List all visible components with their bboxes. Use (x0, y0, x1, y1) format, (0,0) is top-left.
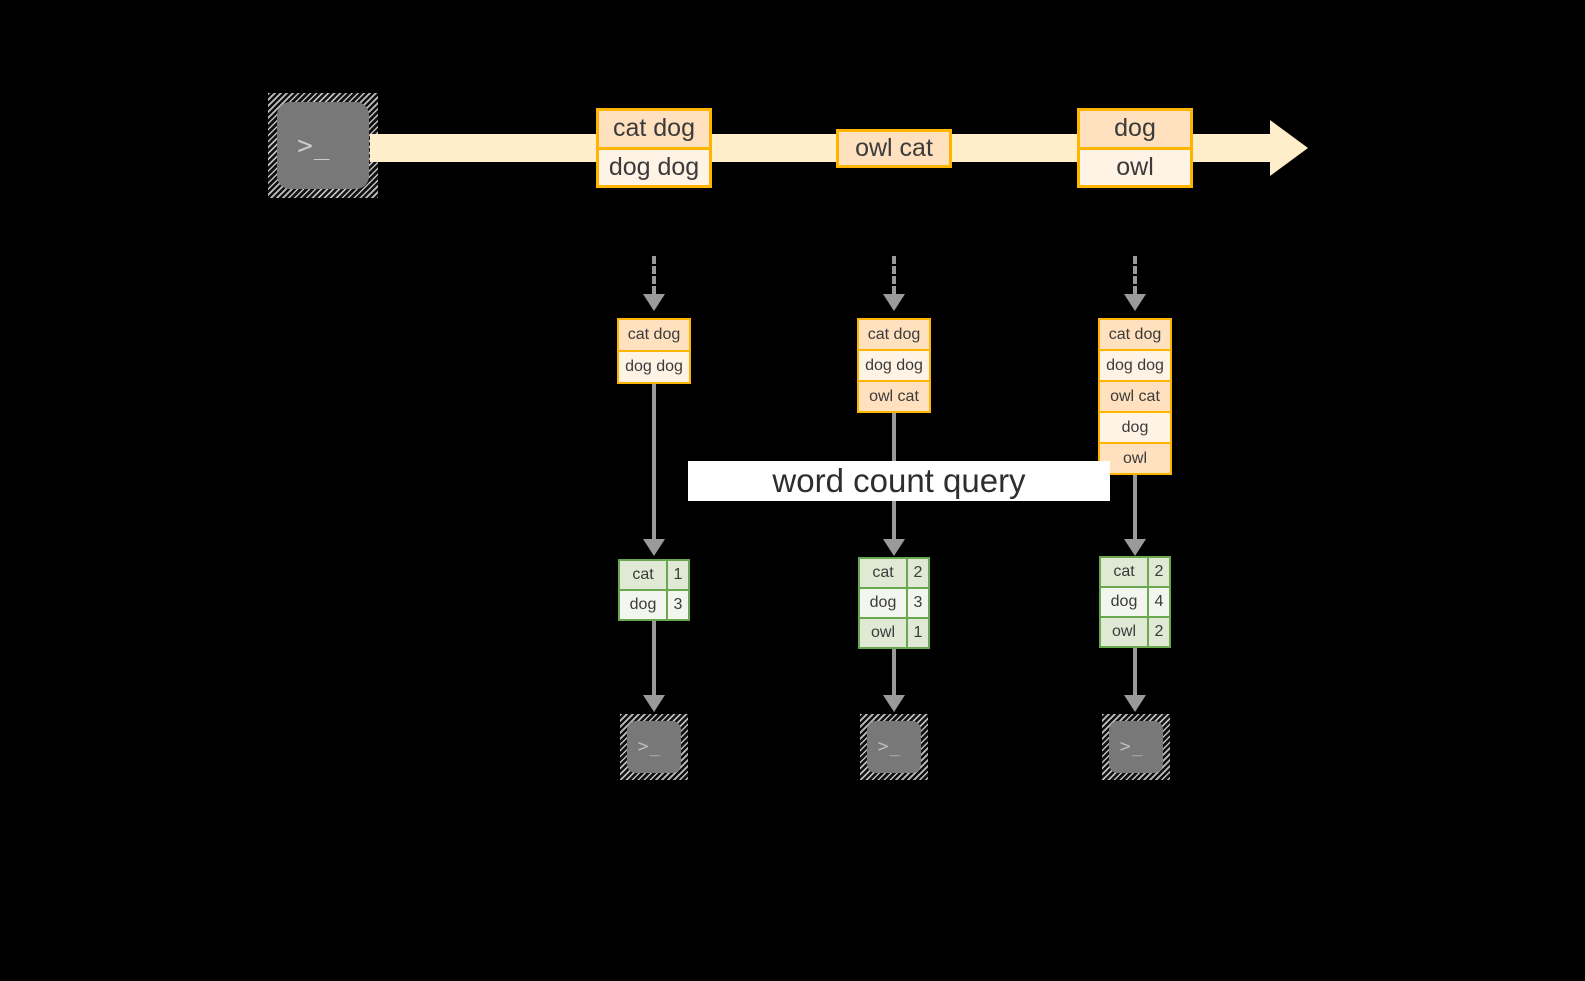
snapshot-feed-arrowhead-3 (1124, 294, 1146, 311)
snapshot-row: dog (1100, 411, 1170, 442)
sink-terminal-icon-1: >_ (620, 714, 688, 780)
result-value: 1 (673, 566, 683, 583)
result-row: dog 3 (860, 587, 928, 617)
result-row: dog 3 (620, 589, 688, 619)
result-key: dog (620, 591, 668, 619)
sink-terminal-icon-3: >_ (1102, 714, 1170, 780)
stream-record-row: dog dog (599, 146, 709, 185)
snapshot-feed-dashed-line-3 (1133, 256, 1137, 294)
query-connector-arrowhead-3 (1124, 539, 1146, 556)
event-stream-arrowhead (1270, 120, 1308, 176)
snapshot-row: cat dog (619, 320, 689, 350)
query-label-text: word count query (772, 462, 1026, 499)
sink-connector-line-3 (1133, 648, 1137, 695)
snapshot-row: owl cat (859, 380, 929, 411)
sink-terminal-icon-2: >_ (860, 714, 928, 780)
terminal-body: >_ (867, 721, 921, 773)
sink-connector-line-1 (652, 621, 656, 695)
query-connector-arrowhead-1 (643, 539, 665, 556)
result-row: owl 1 (860, 617, 928, 647)
result-key: cat (1101, 558, 1149, 586)
stream-record-row: cat dog (599, 111, 709, 147)
snapshot-table-3: cat dog dog dog owl cat dog owl (1098, 318, 1172, 475)
terminal-body: >_ (1109, 721, 1163, 773)
stream-record-row: owl cat (839, 132, 949, 165)
snapshot-row: dog dog (619, 350, 689, 382)
snapshot-feed-arrowhead-2 (883, 294, 905, 311)
result-value: 3 (673, 596, 683, 613)
stream-record-3: dog owl (1077, 108, 1193, 188)
terminal-body: >_ (627, 721, 681, 773)
result-key: owl (1101, 618, 1149, 646)
result-value: 4 (1154, 593, 1164, 610)
result-value: 1 (913, 624, 923, 641)
result-table-3: cat 2 dog 4 owl 2 (1099, 556, 1171, 648)
query-label-band: word count query (688, 461, 1110, 501)
snapshot-row: dog dog (1100, 349, 1170, 380)
result-row: dog 4 (1101, 586, 1169, 616)
terminal-prompt-glyph: >_ (1119, 736, 1144, 757)
sink-connector-line-2 (892, 649, 896, 695)
result-key: dog (860, 589, 908, 617)
terminal-body: >_ (277, 102, 369, 189)
result-table-1: cat 1 dog 3 (618, 559, 690, 621)
result-key: cat (620, 561, 668, 589)
result-row: cat 2 (860, 559, 928, 587)
query-connector-line-3 (1133, 475, 1137, 539)
result-value: 2 (913, 564, 923, 581)
snapshot-row: owl (1100, 442, 1170, 473)
terminal-prompt-glyph: >_ (637, 736, 662, 757)
snapshot-row: cat dog (859, 320, 929, 349)
snapshot-feed-dashed-line-2 (892, 256, 896, 294)
result-key: owl (860, 619, 908, 647)
snapshot-feed-arrowhead-1 (643, 294, 665, 311)
stream-record-row: owl (1080, 146, 1190, 185)
result-key: cat (860, 559, 908, 587)
stream-record-2: owl cat (836, 129, 952, 168)
snapshot-row: dog dog (859, 349, 929, 380)
sink-connector-arrowhead-2 (883, 695, 905, 712)
sink-connector-arrowhead-1 (643, 695, 665, 712)
terminal-prompt-glyph: >_ (877, 736, 902, 757)
result-value: 2 (1154, 563, 1164, 580)
result-table-2: cat 2 dog 3 owl 1 (858, 557, 930, 649)
result-row: cat 2 (1101, 558, 1169, 586)
stream-record-1: cat dog dog dog (596, 108, 712, 188)
stream-record-row: dog (1080, 111, 1190, 147)
sink-connector-arrowhead-3 (1124, 695, 1146, 712)
source-terminal-icon: >_ (268, 93, 378, 198)
snapshot-row: owl cat (1100, 380, 1170, 411)
result-row: cat 1 (620, 561, 688, 589)
query-connector-arrowhead-2 (883, 539, 905, 556)
result-value: 3 (913, 594, 923, 611)
result-value: 2 (1154, 623, 1164, 640)
result-key: dog (1101, 588, 1149, 616)
snapshot-table-2: cat dog dog dog owl cat (857, 318, 931, 413)
snapshot-feed-dashed-line-1 (652, 256, 656, 294)
snapshot-table-1: cat dog dog dog (617, 318, 691, 384)
snapshot-row: cat dog (1100, 320, 1170, 349)
query-connector-line-1 (652, 384, 656, 539)
result-row: owl 2 (1101, 616, 1169, 646)
terminal-prompt-glyph: >_ (297, 130, 331, 161)
